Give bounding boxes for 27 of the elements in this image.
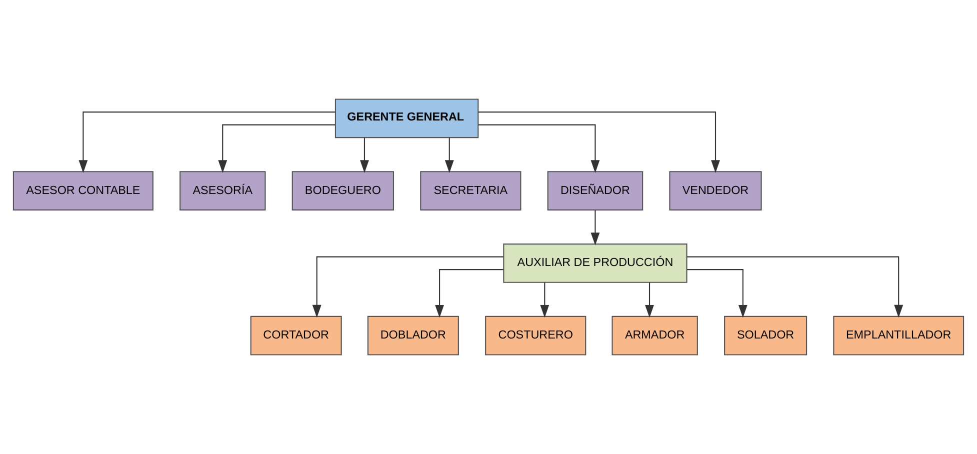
arrow <box>687 256 904 318</box>
arrow <box>645 282 654 318</box>
arrow <box>687 269 748 318</box>
node-box: AUXILIAR DE PRODUCCIÓN <box>503 244 688 283</box>
arrow <box>540 282 550 318</box>
arrow <box>435 269 504 318</box>
node-box: GERENTE GENERAL <box>334 98 479 138</box>
node-box: ASESORÍA <box>180 171 266 210</box>
node-box: DISEÑADOR <box>547 171 644 210</box>
arrow <box>590 210 600 246</box>
arrow <box>360 138 369 173</box>
node-box: BODEGUERO <box>292 171 394 210</box>
node-box: VENDEDOR <box>669 171 762 210</box>
node-box: DOBLADOR <box>367 316 459 356</box>
node-box: ARMADOR <box>612 316 698 356</box>
node-box: ASESOR CONTABLE <box>12 171 154 210</box>
node-box: EMPLANTILLADOR <box>833 316 964 356</box>
arrow <box>478 112 720 173</box>
arrow <box>218 124 336 173</box>
arrow <box>444 138 454 173</box>
node-box: SECRETARIA <box>420 171 522 210</box>
arrow <box>312 256 504 318</box>
node-box: COSTURERO <box>485 316 586 356</box>
node-box: CORTADOR <box>250 316 342 356</box>
node-box: SOLADOR <box>724 316 808 356</box>
arrow <box>478 124 600 173</box>
arrow <box>78 112 336 173</box>
